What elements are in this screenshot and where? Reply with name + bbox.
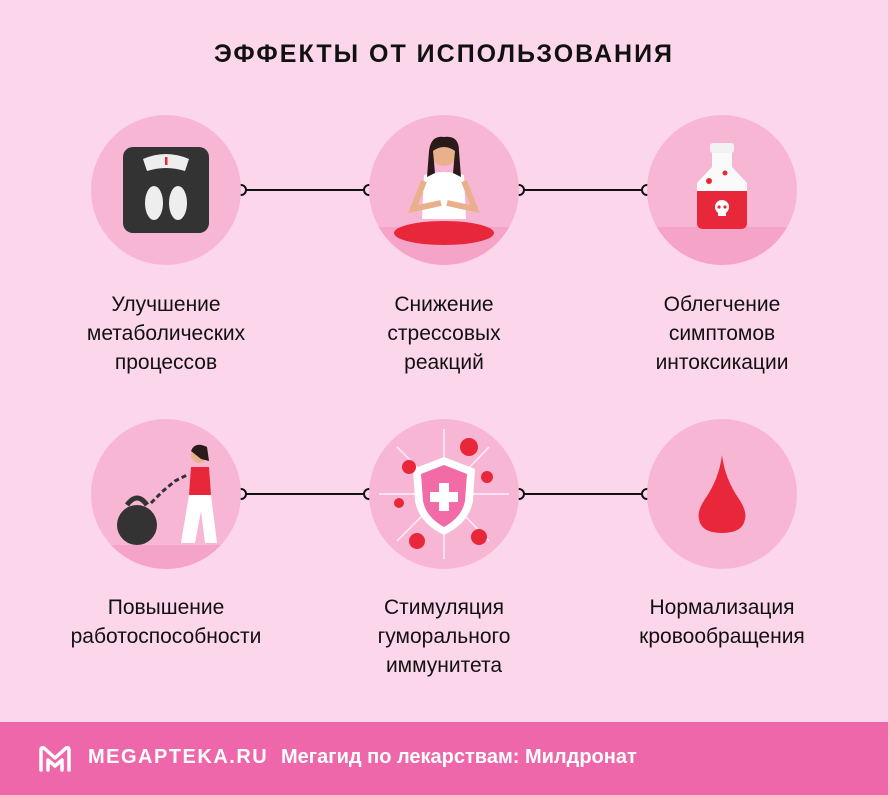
effect-circle-stress <box>369 115 519 265</box>
effect-circle-intoxication <box>647 115 797 265</box>
effect-circle-circulation <box>647 419 797 569</box>
meditation-icon <box>369 136 519 265</box>
immune-shield-icon <box>379 429 509 559</box>
blood-drop-icon <box>698 455 746 533</box>
poison-bottle-icon <box>647 143 797 265</box>
kettlebell-chain-icon <box>91 444 241 569</box>
effect-circle-immunity <box>369 419 519 569</box>
page-title: ЭФФЕКТЫ ОТ ИСПОЛЬЗОВАНИЯ <box>213 40 675 68</box>
footer-brand[interactable]: MEGAPTEKA.RU <box>88 746 269 768</box>
effect-circle-performance <box>91 419 241 569</box>
effect-circle-metabolism <box>91 115 241 265</box>
footer-tagline: Мегагид по лекарствам: Милдронат <box>281 746 637 768</box>
megapteka-logo-icon <box>39 746 71 772</box>
scale-icon <box>123 147 209 233</box>
footer-bar: MEGAPTEKA.RU Мегагид по лекарствам: Милд… <box>0 722 888 795</box>
